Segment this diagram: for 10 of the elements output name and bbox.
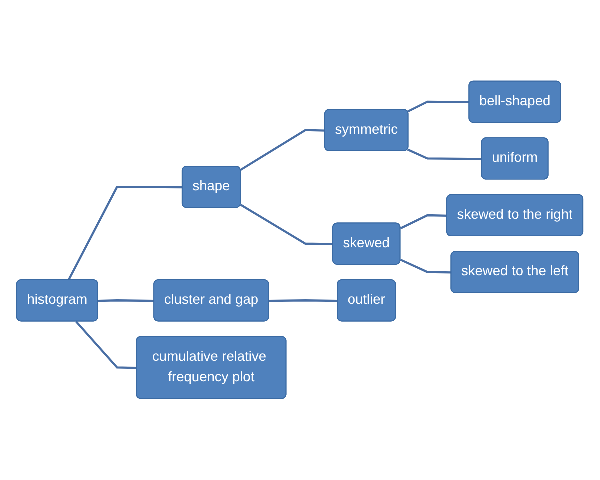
connector [400,214,448,230]
connector [68,186,183,281]
connector [75,320,138,370]
connector [98,300,155,302]
connector [407,148,482,160]
connector [400,258,452,274]
connector [407,100,470,113]
connector [269,300,338,302]
connector [240,129,326,172]
connector [240,204,334,246]
